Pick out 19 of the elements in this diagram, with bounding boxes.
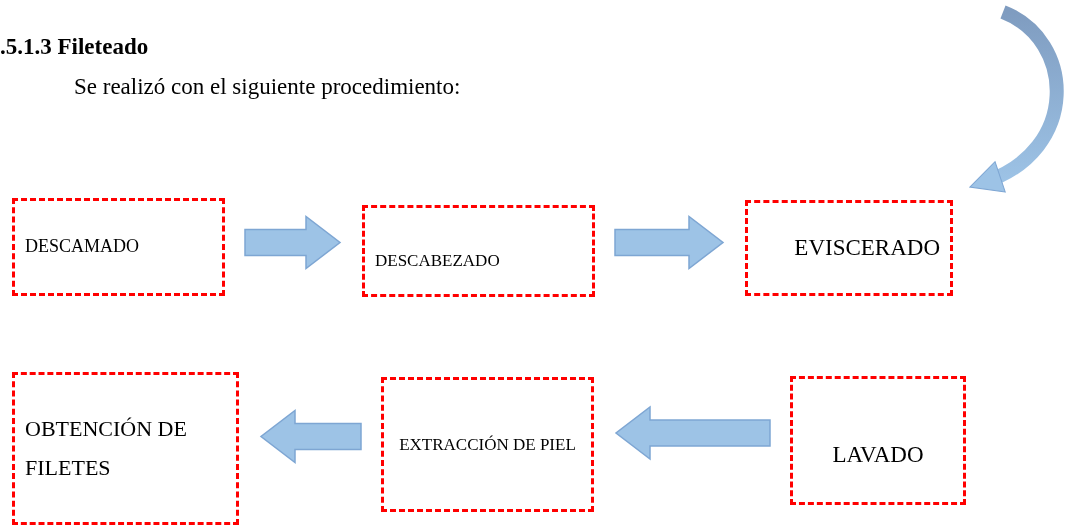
step-label: EVISCERADO [794, 233, 940, 262]
step-label: LAVADO [832, 441, 924, 470]
step-label: EXTRACCIÓN DE PIEL [399, 433, 576, 456]
block-arrow [259, 409, 362, 464]
block-arrow [614, 215, 725, 270]
section-heading: .5.1.3 Fileteado [0, 34, 149, 60]
process-box [12, 198, 225, 296]
process-box [790, 376, 966, 505]
process-box [362, 205, 595, 297]
step-label: DESCAMADO [25, 235, 139, 259]
process-box [12, 372, 239, 525]
step-label: OBTENCIÓN DE FILETES [25, 415, 188, 482]
block-arrow [244, 215, 342, 270]
process-box [745, 200, 953, 296]
curved-arrow [969, 5, 1064, 191]
step-label: DESCABEZADO [375, 250, 500, 273]
process-box [381, 377, 594, 512]
block-arrow [614, 405, 771, 461]
intro-text: Se realizó con el siguiente procedimiento: [74, 74, 461, 100]
